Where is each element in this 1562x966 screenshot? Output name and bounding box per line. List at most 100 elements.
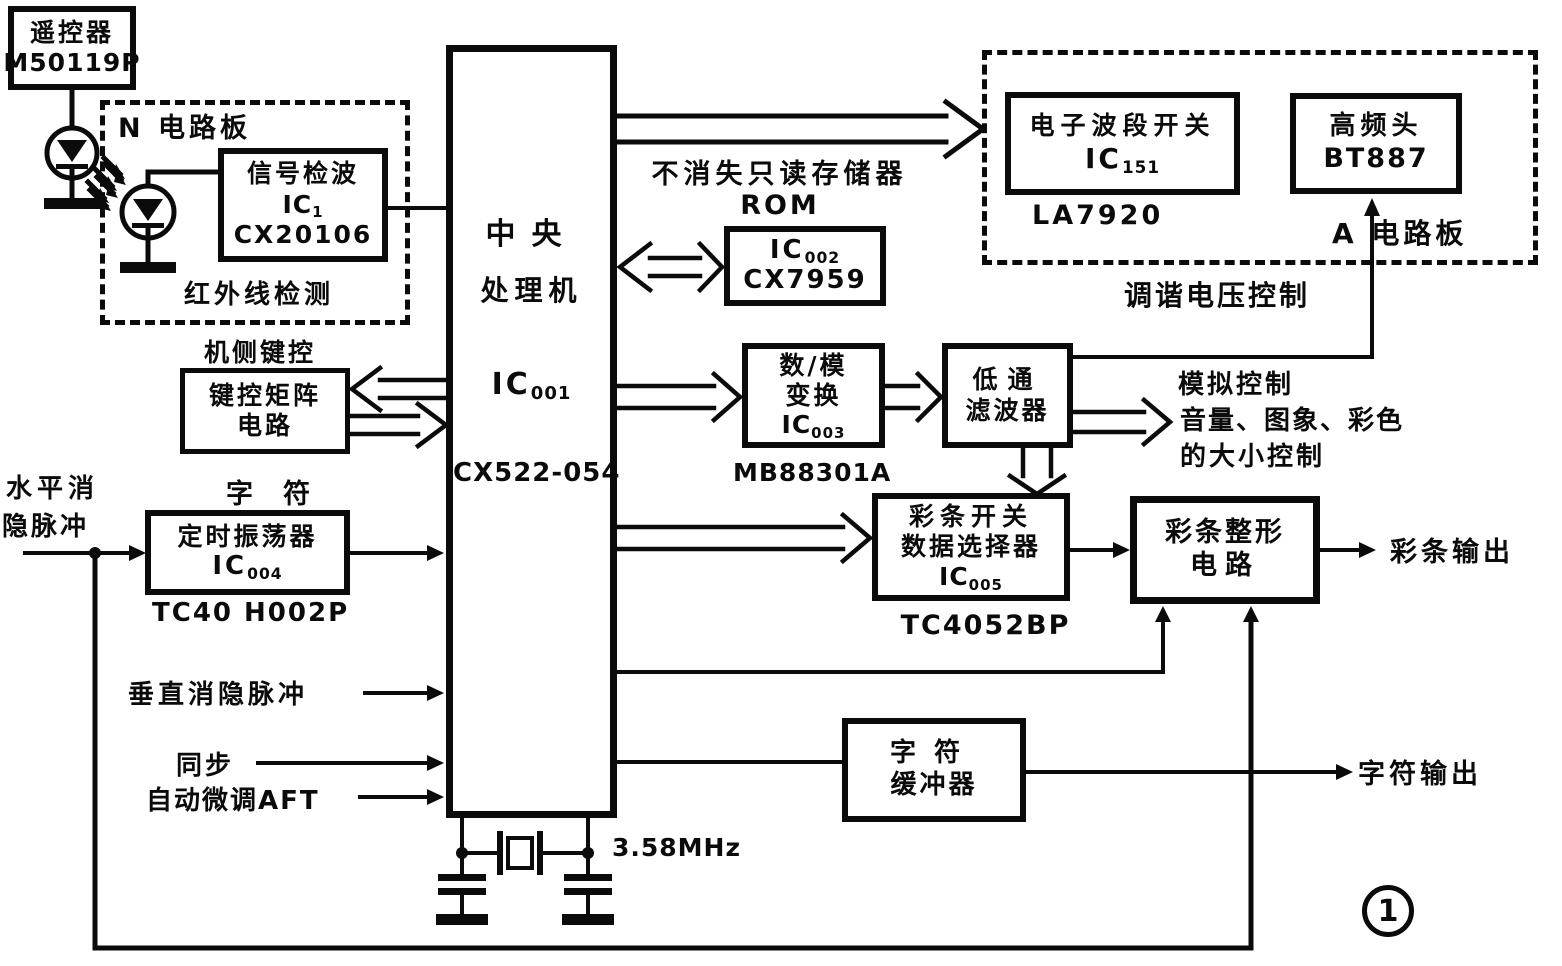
arrow-cpu-to-keypad xyxy=(348,364,449,414)
ic-prefix: IC xyxy=(491,367,531,402)
ground-icon xyxy=(44,198,100,209)
cpu-line1: 中央 xyxy=(485,217,578,252)
signal-detector-box: 信号检波 IC1 CX20106 xyxy=(218,148,388,262)
wire-char-output xyxy=(1024,764,1353,780)
band-switch-box: 电子波段开关 IC151 xyxy=(1005,92,1240,195)
colorbar-shaper-box: 彩条整形 电路 xyxy=(1130,496,1320,604)
detector-part: CX20106 xyxy=(233,220,373,250)
lpf-line2: 滤波器 xyxy=(965,395,1050,425)
wire-aft-input xyxy=(358,789,444,805)
cpu-box: 中央 处理机 IC001 CX522-054 xyxy=(446,45,621,818)
a-board-outline xyxy=(982,50,1538,265)
ic-prefix: IC xyxy=(939,562,969,591)
mux-line2: 数据选择器 xyxy=(900,532,1041,561)
tuner-part: BT887 xyxy=(1323,142,1429,174)
arrow-cpu-to-aboard xyxy=(614,98,988,160)
crystal-freq-label: 3.58MHz xyxy=(612,833,742,862)
char-buffer-box: 字符 缓冲器 xyxy=(842,718,1026,822)
band-switch-ic-label: IC151 xyxy=(1085,141,1160,177)
wire-colorbar-output xyxy=(1318,542,1376,558)
osc-line1: 定时振荡器 xyxy=(177,522,318,552)
shaper-line1: 彩条整形 xyxy=(1165,517,1285,549)
capacitor-icon xyxy=(562,851,614,925)
ic-subscript: 001 xyxy=(530,383,572,405)
osc-ic-label: IC004 xyxy=(212,550,283,583)
arrow-cpu-to-dac xyxy=(614,370,744,424)
keypad-line2: 电路 xyxy=(236,411,293,440)
arrow-lpf-to-analog xyxy=(1070,396,1174,448)
ic-prefix: IC xyxy=(781,410,812,440)
band-switch-part: LA7920 xyxy=(1032,200,1164,231)
dac-line2: 变换 xyxy=(785,380,842,410)
detector-label: 信号检波 xyxy=(246,159,359,189)
crystal-circuit-icon xyxy=(436,816,614,925)
rom-caption2: ROM xyxy=(740,190,820,221)
char-output-label: 字符输出 xyxy=(1358,759,1482,790)
band-switch-label: 电子波段开关 xyxy=(1029,111,1216,141)
osc-caption: 字符 xyxy=(226,479,340,510)
wire-mux-to-shaper xyxy=(1068,542,1130,558)
arrow-cpu-rom xyxy=(616,240,726,294)
ground-icon xyxy=(120,262,176,273)
ic-subscript: 004 xyxy=(247,564,283,583)
sync-label: 同步 xyxy=(176,751,235,781)
buffer-line2: 缓冲器 xyxy=(890,770,978,800)
colorbar-mux-box: 彩条开关 数据选择器 IC005 xyxy=(872,493,1070,601)
ic-prefix: IC xyxy=(212,550,248,581)
ground-icon xyxy=(562,914,614,925)
remote-part: M50119P xyxy=(3,48,141,77)
mux-ic-label: IC005 xyxy=(939,562,1003,594)
analog-note-line2: 音量、图象、彩色 xyxy=(1180,406,1405,436)
cpu-line2: 处理机 xyxy=(480,274,583,307)
rom-caption: 不消失只读存储器 xyxy=(651,159,908,190)
dac-ic-label: IC003 xyxy=(781,410,846,442)
wire-osc-to-cpu xyxy=(348,545,444,561)
wire-hblank-input xyxy=(23,545,146,561)
figure-number-badge: 1 xyxy=(1362,885,1414,937)
tuning-caption: 调谐电压控制 xyxy=(1124,279,1311,312)
keypad-matrix-box: 键控矩阵 电路 xyxy=(180,368,350,454)
ic-prefix: IC xyxy=(769,235,805,266)
dac-line1: 数/模 xyxy=(779,351,848,381)
buffer-line1: 字符 xyxy=(889,738,978,769)
colorbar-output-label: 彩条输出 xyxy=(1390,537,1514,568)
arrow-cpu-to-mux xyxy=(614,511,874,565)
dac-box: 数/模 变换 IC003 xyxy=(742,343,885,448)
ic-prefix: IC xyxy=(282,189,313,219)
osc-part: TC40 H002P xyxy=(152,598,350,628)
crystal-icon xyxy=(506,836,534,870)
wire-cpu-to-shaper-bottom xyxy=(615,606,1171,674)
dac-part: MB88301A xyxy=(733,458,892,487)
keypad-line1: 键控矩阵 xyxy=(208,380,321,410)
analog-note-line3: 的大小控制 xyxy=(1180,442,1326,472)
ic-subscript: 003 xyxy=(811,423,846,442)
hblank-label-line2: 隐脉冲 xyxy=(2,512,90,542)
remote-control-box: 遥控器 M50119P xyxy=(3,6,140,90)
cpu-part: CX522-054 xyxy=(453,458,621,488)
ground-icon xyxy=(436,914,488,925)
rom-ic-label: IC002 xyxy=(769,235,841,267)
n-board-title: N 电路板 xyxy=(118,113,251,144)
vblank-label: 垂直消隐脉冲 xyxy=(128,680,309,710)
ic-subscript: 1 xyxy=(312,203,324,222)
tuner-label: 高频头 xyxy=(1329,111,1423,142)
remote-name: 遥控器 xyxy=(29,17,114,47)
rom-part: CX7959 xyxy=(743,265,867,295)
lpf-box: 低通 滤波器 xyxy=(942,343,1073,448)
wire-sync-input xyxy=(256,755,444,771)
ic-subscript: 005 xyxy=(968,575,1003,594)
cpu-ic-label: IC001 xyxy=(453,367,610,404)
ir-detect-caption: 红外线检测 xyxy=(184,280,335,310)
lpf-line1: 低通 xyxy=(972,365,1043,394)
figure-number: 1 xyxy=(1377,893,1399,929)
arrow-lpf-to-mux xyxy=(1006,445,1068,497)
analog-note-line1: 模拟控制 xyxy=(1178,370,1295,400)
hblank-label-line1: 水平消 xyxy=(6,474,100,504)
mux-part: TC4052BP xyxy=(900,610,1071,641)
aft-label: 自动微调AFT xyxy=(146,786,320,816)
ic-subscript: 151 xyxy=(1121,156,1160,177)
ic-prefix: IC xyxy=(1085,141,1122,175)
n-board-outline xyxy=(100,100,410,325)
ic-subscript: 002 xyxy=(804,248,841,267)
